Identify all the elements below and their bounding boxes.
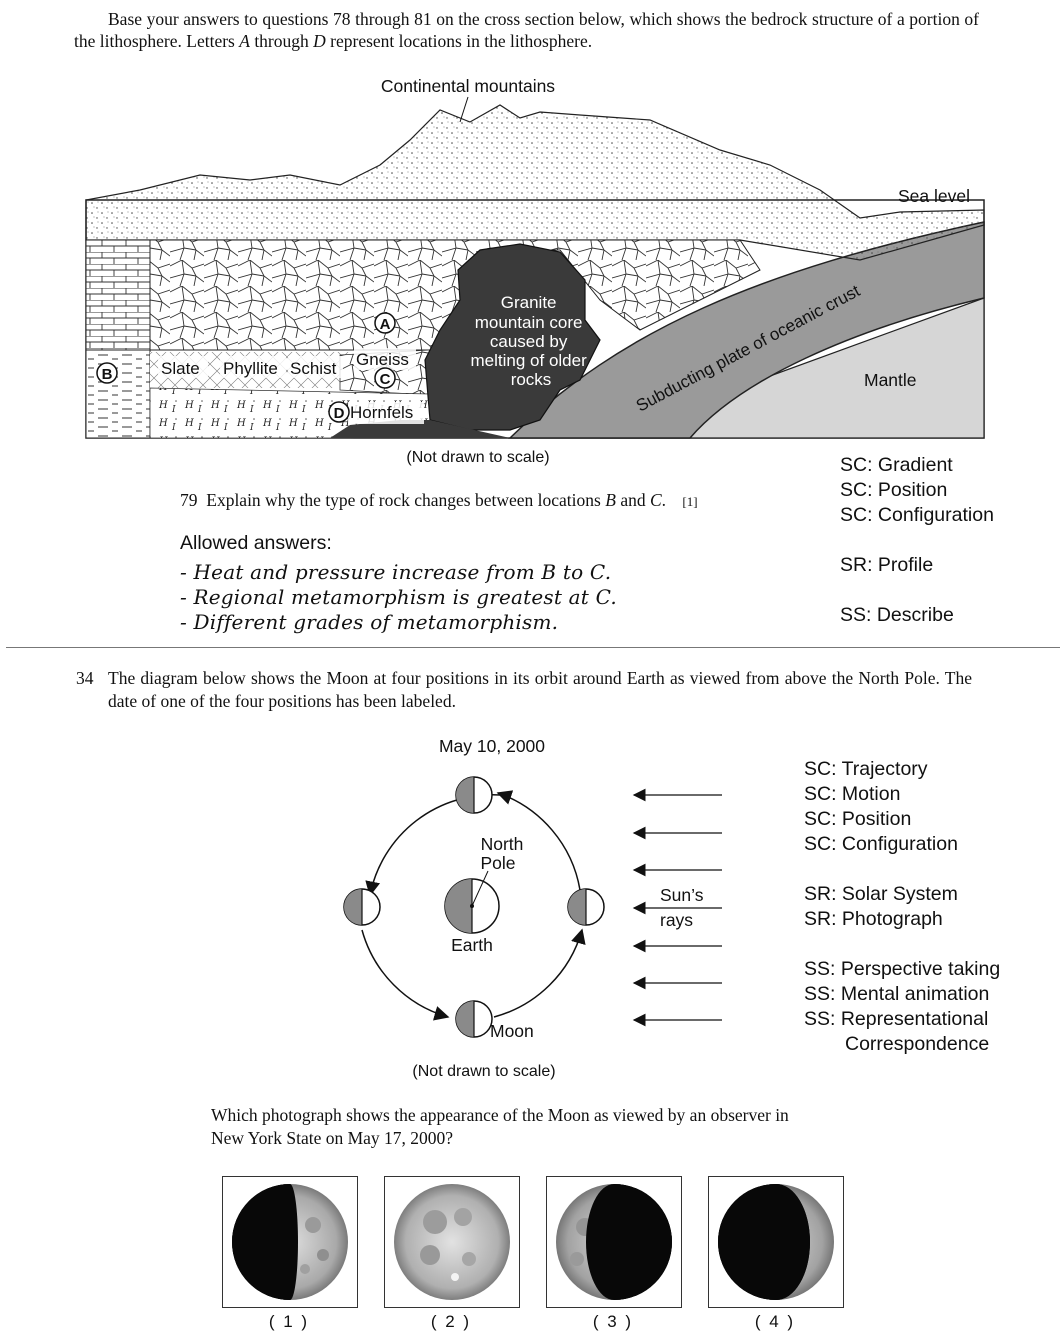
svg-text:A: A [380, 316, 391, 333]
tag: SR: Profile [840, 554, 934, 576]
moon-left [343, 888, 381, 926]
label-sea-level: Sea level [898, 186, 970, 206]
moon-top [455, 776, 493, 814]
photo-label-3: ( 3 ) [592, 1312, 634, 1331]
label-date: May 10, 2000 [439, 736, 545, 756]
label-moon: Moon [490, 1021, 534, 1041]
moon-photo-3-icon [556, 1184, 672, 1300]
label-granite-core: Granite mountain core caused by melting … [471, 293, 592, 389]
sun-rays [632, 788, 722, 1027]
tag: Correspondence [845, 1033, 990, 1055]
moon-right [567, 888, 605, 926]
photo-label-4: ( 4 ) [754, 1312, 796, 1331]
photo-label-2: ( 2 ) [430, 1312, 472, 1331]
intro-paragraph: Base your answers to questions 78 throug… [74, 9, 979, 51]
answer-3: - Different grades of metamorphism. [180, 610, 559, 634]
earth [444, 870, 500, 934]
location-c: C [374, 367, 396, 389]
label-gneiss: Gneiss [356, 350, 409, 369]
tag: SS: Perspective taking [804, 958, 1001, 980]
tag: SC: Configuration [840, 504, 994, 526]
tag: SS: Mental animation [804, 983, 990, 1005]
label-hornfels: Hornfels [350, 403, 413, 422]
cross-section-diagram: H I Continental mountains Sea level Gran… [85, 76, 985, 466]
tag: SS: Describe [840, 604, 954, 626]
cross-section-note: (Not drawn to scale) [406, 449, 549, 466]
photo-question: Which photograph shows the appearance of… [211, 1105, 789, 1148]
allowed-answers-heading: Allowed answers: [180, 532, 332, 554]
label-suns: Sun’s [660, 885, 704, 905]
label-north: North [481, 834, 524, 854]
moon-orbit-diagram: May 10, 2000 North Pole Earth Moon Sun’s… [343, 736, 722, 1080]
tag: SC: Configuration [804, 833, 958, 855]
answer-2: - Regional metamorphism is greatest at C… [180, 585, 617, 609]
tag: SC: Trajectory [804, 758, 928, 780]
moon-photo-1-icon [232, 1184, 348, 1300]
question-34: 34 The diagram below shows the Moon at f… [76, 668, 972, 711]
orbit-note: (Not drawn to scale) [412, 1063, 555, 1080]
label-earth: Earth [451, 935, 493, 955]
section-divider [6, 647, 1060, 648]
label-slate: Slate [161, 359, 200, 378]
tag: SR: Solar System [804, 883, 958, 905]
svg-text:B: B [102, 366, 113, 383]
answer-1: - Heat and pressure increase from B to C… [180, 560, 612, 584]
tag: SC: Gradient [840, 454, 953, 476]
moon-photo-4-icon [718, 1184, 834, 1300]
photo-choice-1[interactable] [222, 1176, 358, 1308]
tag: SR: Photograph [804, 908, 943, 930]
q79-tags: SC: Gradient SC: Position SC: Configurat… [840, 453, 994, 628]
label-pole: Pole [480, 853, 515, 873]
question-79: 79 Explain why the type of rock changes … [180, 490, 698, 510]
label-continental-mountains: Continental mountains [381, 76, 555, 96]
q34-tags: SC: Trajectory SC: Motion SC: Position S… [804, 757, 1000, 1057]
credit-value: [1] [682, 494, 698, 509]
location-a: A [374, 312, 396, 334]
location-b: B [96, 362, 118, 384]
moon-photo-2-icon [394, 1184, 510, 1300]
svg-text:D: D [334, 405, 345, 422]
label-rays: rays [660, 910, 693, 930]
label-mantle: Mantle [864, 370, 917, 390]
tag: SC: Position [804, 808, 912, 830]
label-schist: Schist [290, 359, 337, 378]
photo-label-1: ( 1 ) [268, 1312, 310, 1331]
tag: SC: Motion [804, 783, 901, 805]
location-d: D [328, 401, 350, 423]
photo-choice-3[interactable] [546, 1176, 682, 1308]
tag: SS: Representational [804, 1008, 989, 1030]
svg-text:C: C [380, 371, 391, 388]
tag: SC: Position [840, 479, 948, 501]
photo-choice-2[interactable] [384, 1176, 520, 1308]
label-phyllite: Phyllite [223, 359, 278, 378]
photo-choice-4[interactable] [708, 1176, 844, 1308]
moon-bottom [455, 1000, 493, 1038]
